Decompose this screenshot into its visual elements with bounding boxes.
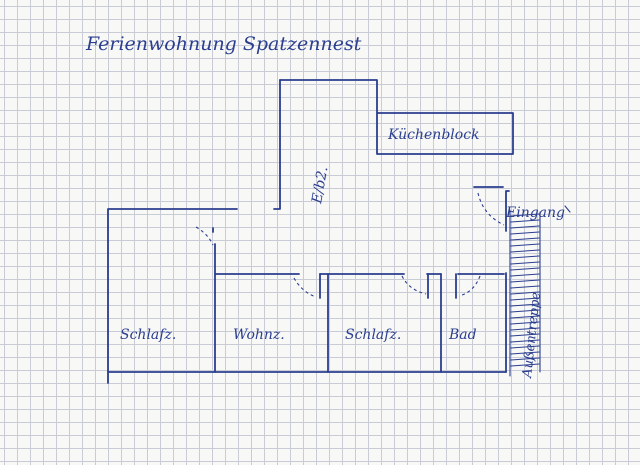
stair-tread — [510, 279, 540, 283]
stair-tread — [510, 243, 540, 247]
stair-tread — [510, 333, 540, 337]
stair-tread — [510, 345, 540, 349]
label-kitchen-block: Küchenblock — [387, 127, 480, 143]
stair-tread — [510, 255, 540, 259]
outer-walls — [107, 79, 514, 384]
stair-tread — [510, 267, 540, 271]
pen-mark — [564, 205, 571, 213]
plan-title: Ferienwohnung Spatzennest — [85, 33, 362, 55]
label-bedroom-right: Schlafz. — [345, 327, 401, 343]
stair-tread — [510, 291, 540, 295]
stair-tread — [510, 213, 540, 217]
label-bath: Bad — [448, 327, 477, 343]
stair-tread — [510, 303, 540, 307]
stair-tread — [510, 315, 540, 319]
stair-tread — [510, 219, 540, 223]
label-dining: E/b2. — [309, 165, 331, 205]
stair-tread — [510, 363, 540, 367]
label-entrance: Eingang — [505, 205, 565, 221]
stair-tread — [510, 237, 540, 241]
stair-tread — [510, 261, 540, 265]
door-swings — [195, 192, 505, 298]
label-living-room: Wohnz. — [233, 327, 285, 343]
stair-tread — [510, 231, 540, 235]
stair-tread — [510, 351, 540, 355]
stair-tread — [510, 225, 540, 229]
stair-tread — [510, 357, 540, 361]
stair-tread — [510, 327, 540, 331]
stair-tread — [510, 297, 540, 301]
stair-tread — [510, 309, 540, 313]
stair-tread — [510, 339, 540, 343]
stair-tread — [510, 321, 540, 325]
stair-tread — [510, 273, 540, 277]
stair-tread — [510, 249, 540, 253]
stair-tread — [510, 285, 540, 289]
label-bedroom-left: Schlafz. — [120, 327, 176, 343]
interior-walls — [212, 227, 505, 373]
outside-stairs — [509, 209, 541, 377]
